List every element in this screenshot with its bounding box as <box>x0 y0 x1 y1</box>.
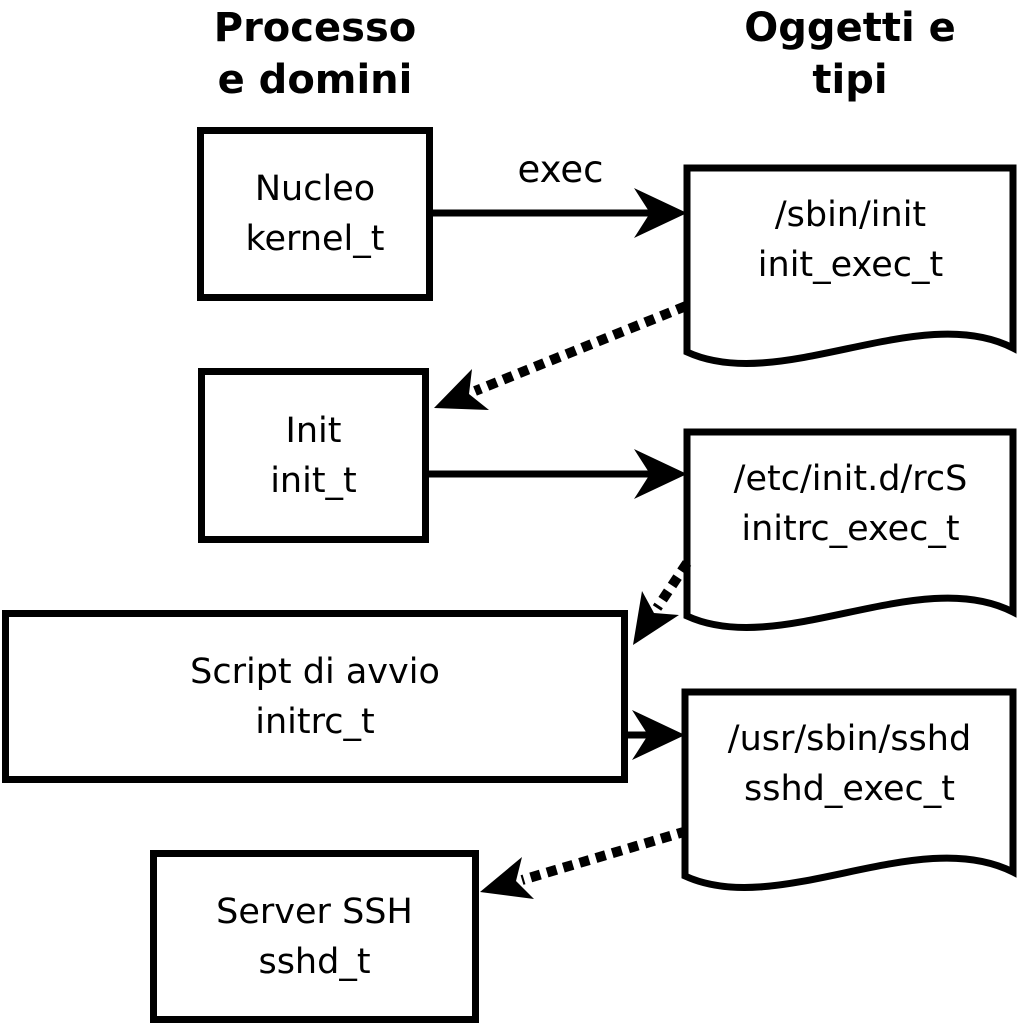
transition-arrow-line <box>652 560 692 611</box>
object-path: /etc/init.d/rcS <box>733 459 968 499</box>
process-box-kernel: Nucleo kernel_t <box>197 127 433 301</box>
transition-arrow-initexec-to-init <box>434 301 688 410</box>
object-type: initrc_exec_t <box>741 509 960 549</box>
process-name: Server SSH <box>216 891 413 932</box>
column-header-objects: Oggetti e tipi <box>680 2 1020 106</box>
transition-arrow-sshdexec-to-sshd <box>480 826 689 899</box>
process-box-initrc: Script di avvio initrc_t <box>2 610 628 783</box>
object-type: sshd_exec_t <box>744 769 955 809</box>
process-box-init: Init init_t <box>198 368 429 543</box>
arrowhead-icon <box>634 449 687 499</box>
object-type: init_exec_t <box>757 245 944 285</box>
object-label-initrc-exec: /etc/init.d/rcS initrc_exec_t <box>687 454 1014 554</box>
process-name: Init <box>285 410 342 451</box>
column-header-line: Oggetti e <box>744 5 956 51</box>
column-header-processes: Processo e domini <box>140 2 490 106</box>
process-box-sshd: Server SSH sshd_t <box>150 850 479 1023</box>
object-label-sshd-exec: /usr/sbin/sshd sshd_exec_t <box>685 714 1014 814</box>
exec-arrow-init-to-rcs <box>428 449 687 499</box>
transition-arrow-line <box>520 826 689 885</box>
exec-arrow-kernel-to-sbininit <box>432 188 687 238</box>
column-header-line: Processo <box>213 5 417 51</box>
process-name: Script di avvio <box>190 651 440 692</box>
process-type: initrc_t <box>255 701 375 742</box>
process-type: init_t <box>270 460 357 501</box>
object-label-init-exec: /sbin/init init_exec_t <box>687 190 1014 290</box>
arrowhead-icon <box>632 710 685 760</box>
arrowhead-icon <box>480 857 534 899</box>
process-name: Nucleo <box>254 169 376 209</box>
exec-arrow-label: exec <box>517 148 604 191</box>
process-type: sshd_t <box>258 941 371 982</box>
transition-arrow-line <box>473 301 688 396</box>
column-header-line: tipi <box>812 57 888 103</box>
object-path: /usr/sbin/sshd <box>727 719 972 759</box>
arrowhead-icon <box>434 369 489 410</box>
exec-arrow-initrc-to-sshd <box>627 710 685 760</box>
arrowhead-icon <box>633 591 679 645</box>
column-header-line: e domini <box>217 57 413 103</box>
transition-arrow-initrcexec-to-initrc <box>633 560 692 645</box>
object-path: /sbin/init <box>774 195 927 235</box>
process-type: kernel_t <box>245 219 385 259</box>
arrowhead-icon <box>634 188 687 238</box>
